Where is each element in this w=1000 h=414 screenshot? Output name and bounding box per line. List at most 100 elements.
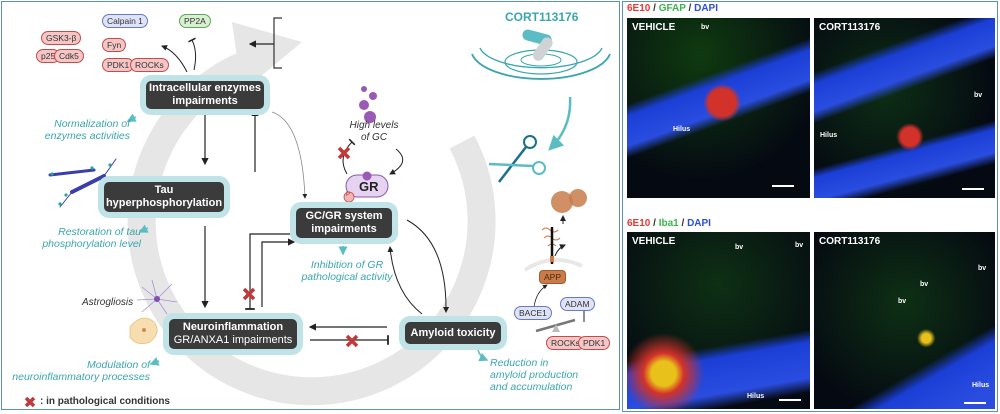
pdk1-label-amyloid: PDK1 <box>578 336 611 350</box>
arrow-enzymes-to-gcgr <box>271 111 308 199</box>
condition-label: VEHICLE <box>632 22 676 33</box>
pp2a-label: PP2A <box>179 14 211 28</box>
phospho-label: P <box>346 192 351 198</box>
arrow-amyloid-to-gcgr <box>387 246 423 315</box>
microglia-icon <box>129 317 158 345</box>
note-enzymes: Normalization of enzymes activities <box>42 118 130 142</box>
note-line: phosphorylation level <box>42 238 141 250</box>
balance-scale-icon <box>535 318 576 333</box>
cross-icon <box>24 146 359 408</box>
gr-receptor-icon <box>343 171 389 203</box>
micrograph-panel: 6E10 / GFAP / DAPI 6E10 / Iba1 / DAPI VE… <box>622 1 998 412</box>
inhibit-pp2a <box>188 37 197 71</box>
tau-fibril-icon <box>48 158 117 208</box>
box-line: GR/ANXA1 impairments <box>173 334 293 346</box>
membrane-icon <box>523 227 583 272</box>
note-line: Reduction in <box>490 357 549 369</box>
hilus-label: Hilus <box>747 393 765 400</box>
scale-bar <box>964 402 986 404</box>
bv-label: bv <box>898 298 907 305</box>
note-line: Normalization of <box>54 118 130 130</box>
legend-text: : in pathological conditions <box>40 396 170 407</box>
stain-iba1: Iba1 <box>658 218 679 229</box>
cycle-arrow-background <box>127 22 496 406</box>
condition-label: CORT113176 <box>819 236 881 247</box>
stain-sep: / <box>650 3 659 14</box>
note-line: pathological activity <box>301 271 393 283</box>
gr-label: GR <box>359 179 379 194</box>
box-line: impairments <box>172 95 238 107</box>
gc-molecules <box>359 86 377 123</box>
stain-sep: / <box>678 218 688 229</box>
box-line: hyperphosphorylation <box>105 197 223 209</box>
bv-label: bv <box>701 24 710 31</box>
scale-bar <box>772 185 794 187</box>
stain-dapi: DAPI <box>694 3 718 14</box>
arrow-gc-to-gr <box>389 148 404 175</box>
box-line: Tau <box>154 184 174 196</box>
hilus-label: Hilus <box>820 132 838 139</box>
box-neuroinflammation: Neuroinflammation GR/ANXA1 impairments <box>169 319 297 349</box>
astrocyte-icon <box>136 279 178 315</box>
stain-legend-row1: 6E10 / GFAP / DAPI <box>627 3 718 14</box>
rocks-label: ROCKs <box>130 58 169 72</box>
note-line: and accumulation <box>490 381 573 393</box>
drug-action-arrow <box>548 96 572 151</box>
label-line: High levels <box>349 120 399 131</box>
note-line: neuroinflammatory processes <box>12 371 150 383</box>
note-arrows <box>126 113 489 366</box>
diagram-graphics <box>24 17 611 408</box>
scale-bar <box>779 399 801 401</box>
calpain1-label: Calpain 1 <box>102 14 148 28</box>
box-line: Amyloid toxicity <box>410 326 496 339</box>
inhibit-gcgr-to-neuro <box>245 233 290 310</box>
bv-label: bv <box>795 242 804 249</box>
bv-label: bv <box>920 281 929 288</box>
note-line: enzymes activities <box>44 130 130 142</box>
micrograph-cort-iba1: CORT113176 bv bv bv Hilus <box>814 232 995 409</box>
pill-capsule-icon <box>522 29 553 61</box>
scale-bar <box>962 188 984 190</box>
cdk5-label: Cdk5 <box>54 49 84 63</box>
box-line: impairments <box>311 223 377 235</box>
arrow-bace-to-app <box>533 284 548 308</box>
note-line: Modulation of <box>86 359 150 371</box>
enzyme-bracket <box>273 17 282 69</box>
bv-label: bv <box>978 265 987 272</box>
box-intracellular-enzymes: Intracellular enzymes impairments <box>146 81 264 109</box>
adam-label: ADAM <box>560 297 595 311</box>
high-gc-label: High levels of GC <box>347 120 401 144</box>
box-gc-gr-system: GC/GR system impairments <box>296 208 392 238</box>
note-line: Inhibition of GR <box>310 259 384 271</box>
micrograph-vehicle-iba1: VEHICLE bv bv Hilus <box>627 232 810 409</box>
app-label: APP <box>539 270 567 284</box>
arrow-neuro-to-gcgr <box>261 238 296 307</box>
mechanism-diagram-panel: Calpain 1 PP2A GSK3-β Fyn p25 Cdk5 PDK1 … <box>1 1 620 410</box>
label-line: of GC <box>360 132 388 143</box>
rocks-label-amyloid: ROCKs <box>546 336 585 350</box>
gsk3b-label: GSK3-β <box>41 31 82 45</box>
arrow-gcgr-to-amyloid <box>406 219 450 313</box>
box-amyloid-toxicity: Amyloid toxicity <box>405 322 501 344</box>
hilus-label: Hilus <box>673 126 691 133</box>
fyn-label: Fyn <box>102 38 127 52</box>
box-line: Intracellular enzymes <box>149 82 261 94</box>
stain-gfap: GFAP <box>658 3 686 14</box>
astrogliosis-label: Astrogliosis <box>82 297 134 308</box>
arrow-to-fyn <box>161 45 188 73</box>
stain-legend-row2: 6E10 / Iba1 / DAPI <box>627 218 711 229</box>
stain-sep: / <box>685 3 695 14</box>
box-tau-hyperphosphorylation: Tau hyperphosphorylation <box>104 182 224 212</box>
condition-label: CORT113176 <box>819 22 881 33</box>
hilus-label: Hilus <box>972 382 990 389</box>
gr-feedback-inhibition <box>342 138 356 175</box>
bv-label: bv <box>735 244 744 251</box>
note-gr: Inhibition of GR pathological activity <box>292 259 402 283</box>
note-line: Restoration of tau <box>58 226 141 238</box>
box-line: GC/GR system <box>305 210 383 222</box>
stain-6e10: 6E10 <box>627 3 651 14</box>
note-amyloid: Reduction in amyloid production and accu… <box>490 357 590 393</box>
box-line: Neuroinflammation <box>182 321 284 333</box>
note-line: amyloid production <box>490 369 579 381</box>
drug-name-label: CORT113176 <box>505 10 579 24</box>
